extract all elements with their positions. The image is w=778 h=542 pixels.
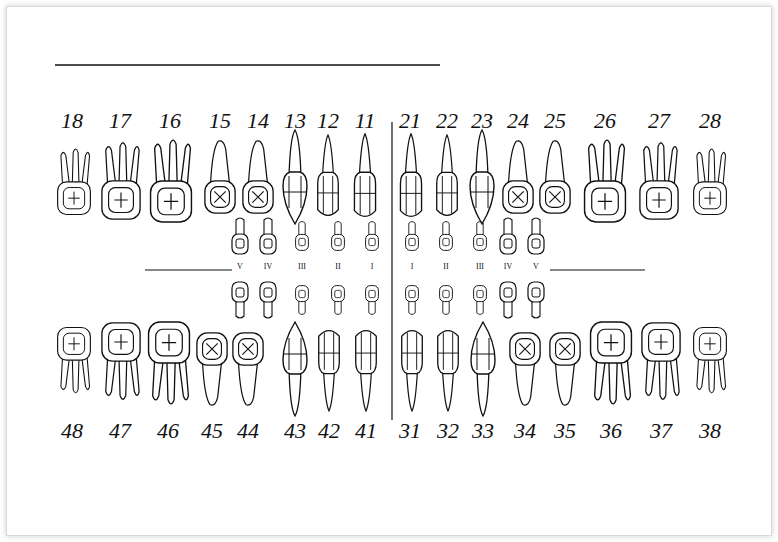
tooth-number: 25 xyxy=(544,110,566,132)
primary-tooth-numeral: III xyxy=(297,263,307,271)
tooth-number: 36 xyxy=(600,420,622,442)
tooth-number: 48 xyxy=(61,420,83,442)
primary-tooth-numeral: IV xyxy=(263,263,273,271)
primary-tooth-numeral: III xyxy=(475,263,485,271)
tooth-number: 37 xyxy=(650,420,672,442)
tooth-number: 18 xyxy=(61,110,83,132)
primary-tooth-numeral: V xyxy=(236,263,244,271)
tooth-number: 43 xyxy=(284,420,306,442)
tooth-number: 34 xyxy=(514,420,536,442)
tooth-number: 47 xyxy=(109,420,131,442)
tooth-number: 22 xyxy=(436,110,458,132)
tooth-number: 44 xyxy=(237,420,259,442)
tooth-number: 32 xyxy=(437,420,459,442)
primary-tooth-numeral: I xyxy=(370,263,375,271)
tooth-number: 46 xyxy=(157,420,179,442)
primary-tooth-numeral: I xyxy=(410,263,415,271)
tooth-number: 14 xyxy=(247,110,269,132)
tooth-number: 11 xyxy=(355,110,375,132)
frame xyxy=(6,6,772,536)
tooth-number: 31 xyxy=(399,420,421,442)
tooth-number: 24 xyxy=(507,110,529,132)
tooth-number: 28 xyxy=(699,110,721,132)
tooth-number: 42 xyxy=(318,420,340,442)
primary-tooth-numeral: II xyxy=(334,263,341,271)
tooth-number: 38 xyxy=(699,420,721,442)
primary-tooth-numeral: V xyxy=(532,263,540,271)
primary-tooth-numeral: II xyxy=(442,263,449,271)
tooth-number: 17 xyxy=(109,110,131,132)
tooth-number: 12 xyxy=(317,110,339,132)
tooth-number: 35 xyxy=(554,420,576,442)
tooth-number: 33 xyxy=(472,420,494,442)
tooth-number: 45 xyxy=(201,420,223,442)
tooth-number: 13 xyxy=(284,110,306,132)
tooth-number: 41 xyxy=(355,420,377,442)
primary-tooth-numeral: IV xyxy=(503,263,513,271)
tooth-number: 27 xyxy=(648,110,670,132)
tooth-number: 15 xyxy=(209,110,231,132)
tooth-number: 26 xyxy=(594,110,616,132)
tooth-number: 16 xyxy=(159,110,181,132)
tooth-number: 23 xyxy=(471,110,493,132)
tooth-number: 21 xyxy=(399,110,421,132)
